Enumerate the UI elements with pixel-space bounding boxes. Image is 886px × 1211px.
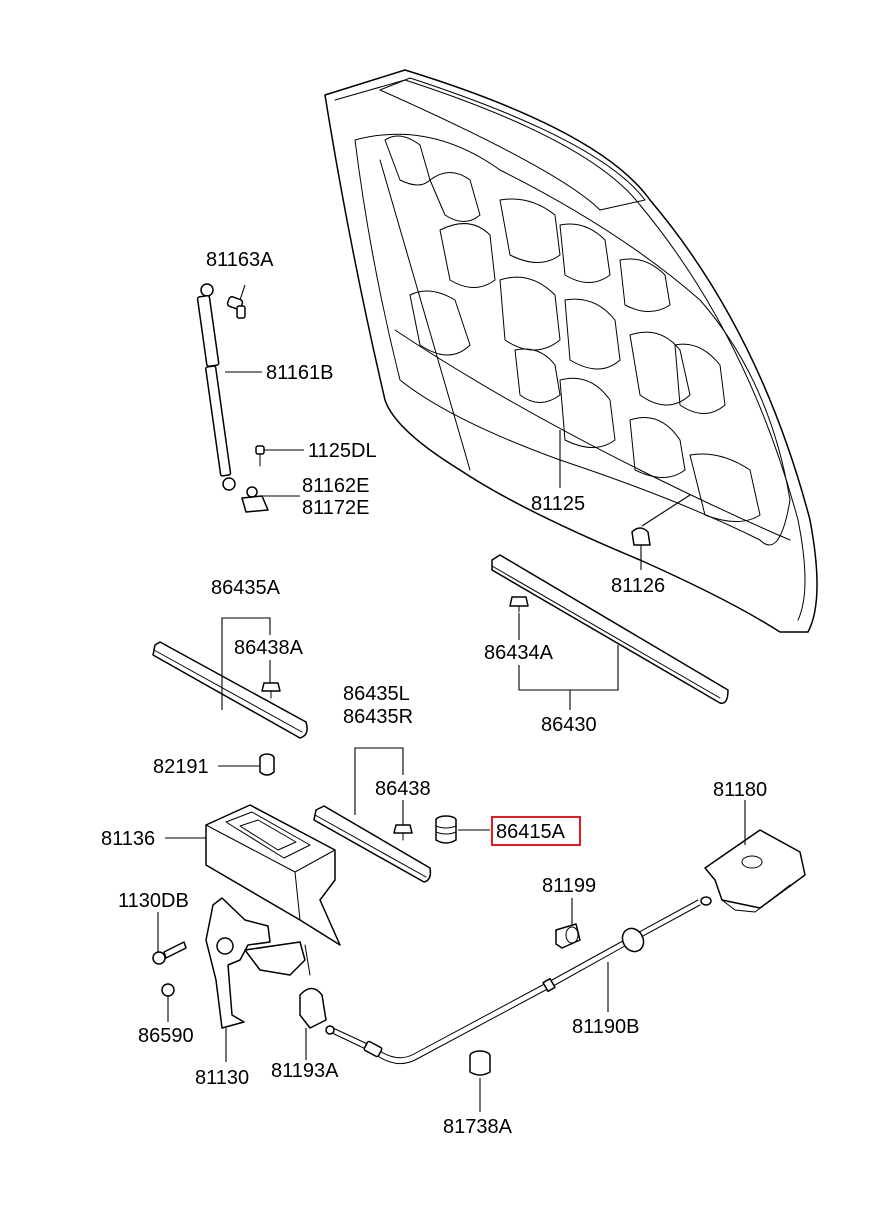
hood-panel[interactable] <box>324 69 818 633</box>
seal-strip-86435A[interactable] <box>152 641 308 739</box>
bracket-81162E[interactable] <box>241 486 269 513</box>
seal-strip-86430[interactable] <box>491 554 729 704</box>
label-86590: 86590 <box>138 1025 194 1047</box>
bolt-1130DB[interactable] <box>152 941 187 965</box>
label-81738A: 81738A <box>443 1116 513 1138</box>
nut-86590[interactable] <box>161 983 175 997</box>
label-81126: 81126 <box>611 575 665 597</box>
label-81161B: 81161B <box>266 362 333 384</box>
highlight-box-86415A <box>491 816 581 846</box>
label-86438A: 86438A <box>234 637 304 659</box>
label-81172E: 81172E <box>302 497 369 519</box>
clip-86434A[interactable] <box>509 596 529 613</box>
cable-clip-81199[interactable] <box>555 923 581 949</box>
label-86434A: 86434A <box>484 642 554 664</box>
clip-86438[interactable] <box>393 824 413 841</box>
plug-82191[interactable] <box>259 753 275 776</box>
leader-lines <box>157 284 746 1112</box>
bolt-1125DL[interactable] <box>255 445 265 467</box>
grommet-81738A[interactable] <box>469 1050 491 1076</box>
label-81199: 81199 <box>542 875 596 897</box>
release-handle-81180[interactable] <box>704 829 806 913</box>
latch-cover-81136[interactable] <box>205 804 341 946</box>
label-81125: 81125 <box>531 493 585 515</box>
release-cable-81190B[interactable] <box>325 896 712 1065</box>
gas-strut[interactable] <box>196 283 236 491</box>
label-86435L: 86435L <box>343 683 410 705</box>
label-86435R: 86435R <box>343 706 413 728</box>
grommet-81126[interactable] <box>631 527 651 546</box>
hood-latch-81130[interactable] <box>205 897 311 1029</box>
label-86430: 86430 <box>541 714 597 736</box>
label-86435A: 86435A <box>211 577 281 599</box>
clip-86438A[interactable] <box>261 682 281 699</box>
bumper-86415A[interactable] <box>435 815 457 844</box>
label-82191: 82191 <box>153 756 209 778</box>
ball-stud-81163A[interactable] <box>226 296 246 319</box>
seal-strip-86435L-86435R[interactable] <box>313 805 432 883</box>
label-1130DB: 1130DB <box>118 890 189 912</box>
label-81130: 81130 <box>195 1067 249 1089</box>
label-81162E: 81162E <box>302 475 369 497</box>
clip-81193A[interactable] <box>299 987 327 1029</box>
label-81163A: 81163A <box>206 249 274 271</box>
label-86438: 86438 <box>375 778 431 800</box>
label-81190B: 81190B <box>572 1016 639 1038</box>
label-86415A[interactable]: 86415A <box>496 821 566 843</box>
label-81136: 81136 <box>101 828 155 850</box>
label-81180: 81180 <box>713 779 767 801</box>
label-1125DL: 1125DL <box>308 440 377 462</box>
label-81193A: 81193A <box>271 1060 339 1082</box>
part-number-labels: 81163A 81161B 1125DL 81162E 81172E 81125… <box>101 249 767 1138</box>
